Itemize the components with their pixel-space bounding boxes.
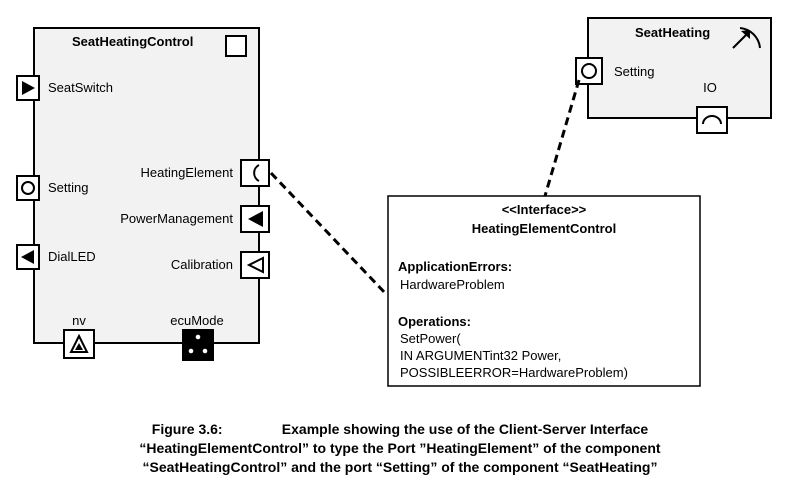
caption-text-1: Example showing the use of the Client-Se… bbox=[281, 421, 649, 437]
seat-heating-title: SeatHeating bbox=[635, 25, 710, 40]
port-nv[interactable]: nv bbox=[63, 313, 95, 359]
port-setting[interactable]: Setting bbox=[16, 175, 88, 201]
interface-box bbox=[387, 195, 701, 387]
port-heating-element[interactable]: HeatingElement bbox=[141, 159, 270, 187]
caption-line-3: “SeatHeatingControl” and the port “Setti… bbox=[142, 459, 658, 475]
port-ecu-mode[interactable]: ecuMode bbox=[170, 313, 224, 361]
interface-heating-element-control[interactable]: <<Interface>> HeatingElementControl Appl… bbox=[387, 195, 701, 387]
port-power-management[interactable]: PowerManagement bbox=[120, 205, 270, 233]
connector-setting-to-interface bbox=[543, 79, 581, 197]
nv-data-inner-triangle-icon bbox=[75, 343, 83, 350]
operation-line: SetPower( bbox=[400, 331, 461, 346]
mode-dot-icon bbox=[195, 334, 201, 340]
io-label: IO bbox=[703, 80, 717, 95]
application-error-item: HardwareProblem bbox=[400, 277, 505, 292]
operations-heading: Operations: bbox=[398, 314, 471, 329]
caption-line-2: “HeatingElementControl” to type the Port… bbox=[139, 440, 661, 456]
io-arc-icon bbox=[702, 115, 722, 125]
component-icon bbox=[225, 35, 247, 57]
dial-led-label: DialLED bbox=[48, 249, 96, 264]
seat-heating-box bbox=[587, 17, 772, 119]
nv-data-triangle-icon bbox=[69, 333, 89, 353]
mode-dot-icon bbox=[188, 348, 194, 354]
power-management-label: PowerManagement bbox=[120, 211, 233, 226]
operation-line: IN ARGUMENTint32 Power, bbox=[400, 348, 561, 363]
server-port-circle-icon bbox=[21, 181, 35, 195]
mode-dot-icon bbox=[202, 348, 208, 354]
caption-label: Figure 3.6: bbox=[151, 421, 223, 437]
heating-element-label: HeatingElement bbox=[141, 165, 234, 180]
provided-data-triangle-icon bbox=[22, 81, 35, 95]
operation-line: POSSIBLEERROR=HardwareProblem) bbox=[400, 365, 628, 380]
ecu-mode-port-box bbox=[182, 329, 214, 361]
io-port-box bbox=[696, 106, 728, 134]
interface-name: HeatingElementControl bbox=[472, 221, 616, 236]
calibration-label: Calibration bbox=[171, 257, 233, 272]
seat-heating-setting-port-box bbox=[575, 57, 603, 85]
setting-port-box bbox=[16, 175, 40, 201]
required-parameter-triangle-icon bbox=[246, 256, 264, 274]
port-dial-led[interactable]: DialLED bbox=[16, 244, 96, 270]
seat-switch-label: SeatSwitch bbox=[48, 80, 113, 95]
ecu-mode-label: ecuMode bbox=[170, 313, 223, 328]
seat-heating-control-component[interactable]: SeatHeatingControl SeatSwitch Setting Di… bbox=[16, 27, 270, 361]
interface-stereotype: <<Interface>> bbox=[502, 202, 587, 217]
setting-label: Setting bbox=[48, 180, 88, 195]
seat-heating-setting-label: Setting bbox=[614, 64, 654, 79]
seat-heating-control-box bbox=[33, 27, 260, 344]
port-seat-switch[interactable]: SeatSwitch bbox=[16, 75, 113, 101]
nv-label: nv bbox=[72, 313, 86, 328]
actuator-gauge-icon bbox=[732, 27, 761, 49]
application-errors-heading: ApplicationErrors: bbox=[398, 259, 512, 274]
caption-line-1: Figure 3.6: Example showing the use of th… bbox=[0, 420, 800, 439]
seat-heating-control-title: SeatHeatingControl bbox=[72, 34, 193, 49]
required-data-triangle-icon bbox=[21, 250, 34, 264]
client-port-arc-icon bbox=[253, 164, 260, 182]
seat-heating-port-setting[interactable]: Setting bbox=[575, 57, 654, 85]
connector-heating-element-to-interface bbox=[269, 171, 389, 297]
seat-heating-component[interactable]: SeatHeating Setting IO bbox=[575, 17, 772, 134]
seat-heating-port-io[interactable]: IO bbox=[696, 80, 728, 134]
required-data-triangle-icon bbox=[248, 211, 263, 227]
port-calibration[interactable]: Calibration bbox=[171, 251, 270, 279]
figure-caption: Figure 3.6: Example showing the use of th… bbox=[0, 420, 800, 477]
server-port-circle-icon bbox=[581, 63, 597, 79]
